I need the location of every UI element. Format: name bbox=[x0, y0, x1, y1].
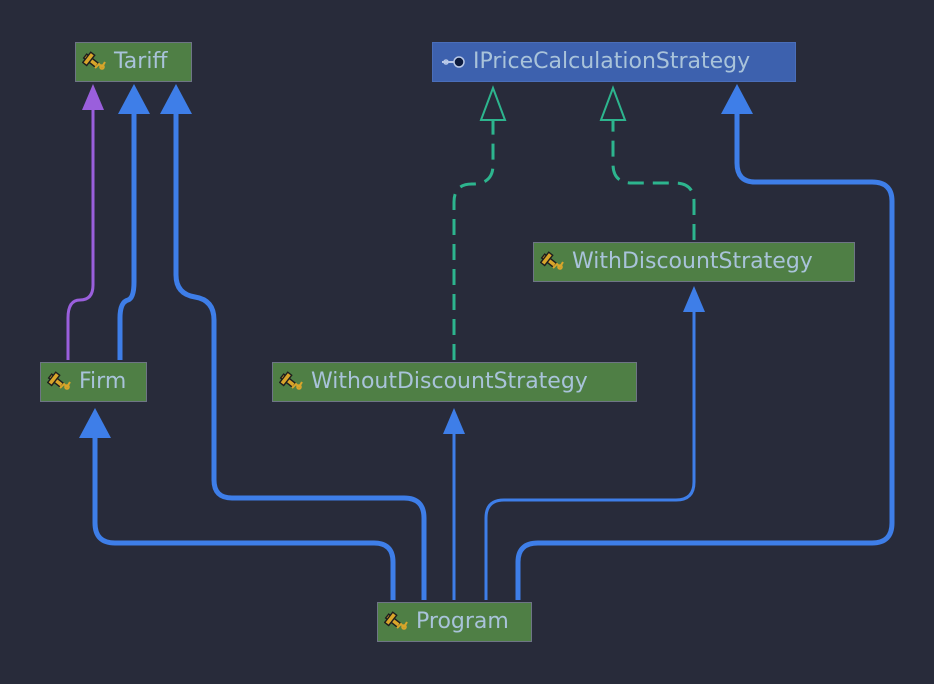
edge-program-firm bbox=[92, 436, 396, 600]
arrowhead-program-firm bbox=[79, 408, 111, 438]
arrowhead-with-discount-iprice bbox=[599, 85, 627, 121]
arrowhead-program-tariff bbox=[160, 84, 192, 114]
arrowhead-program-iprice bbox=[721, 84, 753, 114]
arrowhead-program-without-discount bbox=[443, 408, 465, 434]
node-label: Program bbox=[416, 609, 509, 634]
node-label: WithDiscountStrategy bbox=[572, 249, 813, 274]
class-icon bbox=[82, 51, 108, 73]
edge-program-tariff bbox=[173, 112, 427, 600]
class-icon bbox=[384, 611, 410, 633]
node-label: WithoutDiscountStrategy bbox=[311, 369, 588, 394]
edge-firm-tariff-association bbox=[117, 112, 137, 360]
node-label: Firm bbox=[79, 369, 127, 394]
node-label: IPriceCalculationStrategy bbox=[473, 49, 751, 74]
class-icon bbox=[47, 371, 73, 393]
class-node-firm[interactable]: Firm bbox=[40, 362, 147, 402]
arrowhead-without-discount-iprice bbox=[479, 85, 507, 121]
class-node-program[interactable]: Program bbox=[377, 602, 532, 642]
edge-with-discount-iprice bbox=[611, 120, 696, 240]
class-node-tariff[interactable]: Tariff bbox=[75, 42, 192, 82]
edge-without-discount-iprice bbox=[452, 120, 495, 360]
interface-icon bbox=[441, 55, 467, 69]
class-icon bbox=[279, 371, 305, 393]
class-icon bbox=[540, 251, 566, 273]
node-label: Tariff bbox=[114, 49, 168, 74]
arrowhead-firm-tariff-inheritance bbox=[82, 84, 104, 110]
edge-program-iprice bbox=[515, 112, 895, 600]
interface-node-iprice-calculation-strategy[interactable]: IPriceCalculationStrategy bbox=[432, 42, 796, 82]
class-node-with-discount-strategy[interactable]: WithDiscountStrategy bbox=[533, 242, 855, 282]
arrowhead-firm-tariff-association bbox=[118, 84, 150, 114]
edge-firm-tariff-inheritance bbox=[66, 108, 95, 360]
edge-program-with-discount bbox=[484, 312, 696, 600]
class-node-without-discount-strategy[interactable]: WithoutDiscountStrategy bbox=[272, 362, 637, 402]
arrowhead-program-with-discount bbox=[683, 286, 705, 312]
